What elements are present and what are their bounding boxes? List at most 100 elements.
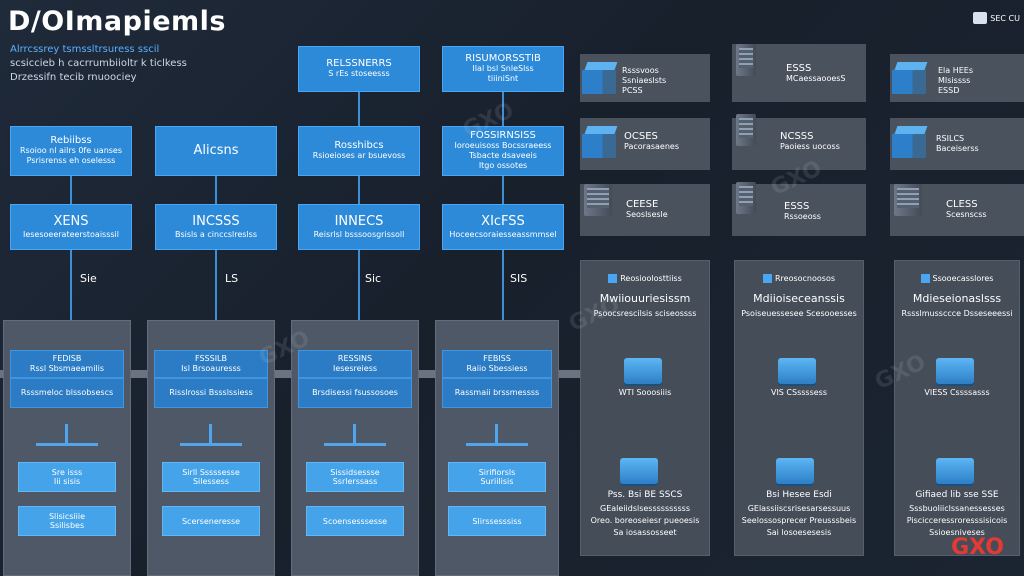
bottom-panel-1-big: Pss. Bsi BE SSCS <box>607 490 683 500</box>
column-3-subtitle: Iesesreiess <box>332 364 378 373</box>
rack-icon <box>892 62 928 94</box>
bottom-panel-1-b3: Sa iosassosseet <box>613 528 677 537</box>
rack-panel-2-title: OCSES <box>624 131 658 142</box>
tee-connector <box>353 424 356 444</box>
server-icon <box>736 114 756 146</box>
column-1-item-1: Sre isss Iii sisis <box>18 462 116 492</box>
column-3-item-2-line: Scoensesssesse <box>322 516 388 526</box>
storage-icon <box>624 358 662 384</box>
logo-text: SEC CU <box>990 13 1020 23</box>
top-box-2-line-2: tiiiniSnt <box>487 74 519 83</box>
rack-panel-right-2-line-1: RSILCS <box>936 134 965 143</box>
horizontal-bus <box>0 370 580 378</box>
rack-panel-right-1-text: Ela HEEs MIsissss ESSD <box>938 66 973 96</box>
row2-box-4-line-3: Itgo ossotes <box>478 161 528 170</box>
subtitle-line-2: scsiccieb h cacrrumbiioltr k ticlkess <box>10 58 187 69</box>
top-box-1: RELSSNERRS S rEs stoseesss <box>298 46 420 92</box>
mid-label-1: Sie <box>80 272 97 285</box>
tee-connector <box>36 443 98 446</box>
mid-label-4: SIS <box>510 272 528 285</box>
rack-panel-1-text: Rsssvoos Ssniaeslsts PCSS <box>622 66 666 96</box>
server-panel-2-title: NCSSS <box>780 131 814 142</box>
bottom-panel-3-title: Mdieseionaslsss <box>912 292 1002 305</box>
column-4-subtitle: Raiio Sbessiess <box>466 364 528 373</box>
column-1-subtitle: Rssl Sbsmaeamilis <box>29 364 105 373</box>
tee-connector <box>209 424 212 444</box>
column-3-body-text: Brsdisessi fsussosoes <box>312 388 398 397</box>
bottom-panel-1 <box>580 260 710 556</box>
connector <box>502 92 504 126</box>
folder-icon <box>762 274 772 283</box>
column-2-header: FSSSILB Isl Brsoauresss <box>154 350 268 378</box>
rack-icon <box>582 62 618 94</box>
bottom-panel-3-big: Gifiaed lib sse SSE <box>915 490 999 500</box>
top-box-1-title: RELSSNERRS <box>326 58 392 69</box>
connector <box>358 92 360 126</box>
diagram-title: D/OImapiemls <box>8 6 226 37</box>
connector <box>70 176 72 204</box>
column-4-item-1-line-2: Suriilisis <box>480 477 514 486</box>
bottom-panel-3-head-text: Ssooecasslores <box>932 274 994 283</box>
bottom-panel-2-title: Mdiioiseceanssis <box>753 292 845 305</box>
mid-label-2: LS <box>225 272 239 285</box>
row2-box-4-title: FOSSIRNSISS <box>470 130 536 141</box>
mid-label-3: Sic <box>365 272 382 285</box>
connector <box>502 176 504 204</box>
row3-box-1-line: Iesesoeerateerstoaisssil <box>22 230 119 239</box>
connector <box>358 176 360 204</box>
row3-box-3-line: Reisrlsl bsssoosgrissoll <box>313 230 405 239</box>
server-panel-1-title: ESSS <box>786 63 812 74</box>
column-3-body: Brsdisessi fsussosoes <box>298 378 412 408</box>
rack-panel-right-3-line: Scesnscss <box>946 210 987 219</box>
column-1-item-2-line-2: Ssilisbes <box>49 521 85 530</box>
top-box-1-line: S rEs stoseesss <box>328 69 390 78</box>
column-1-item-2-line-1: Slisicsiiie <box>48 512 86 521</box>
rack-icon <box>892 126 928 158</box>
bottom-panel-1-b1: GEaleiidslsessssssssss <box>600 504 690 513</box>
server-panel-2-text: NCSSS Paoiess uocoss <box>780 132 840 152</box>
rack-panel-2-line: Pacorasaenes <box>624 142 680 151</box>
row3-box-1-title: XENS <box>53 214 89 229</box>
storage-icon <box>778 358 816 384</box>
bottom-panel-3-line: Rssslmussccce Dsseseeessi <box>901 309 1013 318</box>
column-1-item-2: Slisicsiiie Ssilisbes <box>18 506 116 536</box>
column-4-body: Rassmaii brssmessss <box>442 378 552 408</box>
connector <box>70 250 72 320</box>
server-panel-1-line: MCaessaooesS <box>786 74 846 83</box>
storage-icon <box>936 458 974 484</box>
row2-box-4: FOSSIRNSISS Ioroeuisoss Bocssraeess Tsba… <box>442 126 564 176</box>
column-1-body: Rsssmeloc blssobsescs <box>10 378 124 408</box>
column-1-item-1-line-1: Sre isss <box>51 468 83 477</box>
rack-panel-2-text: OCSES Pacorasaenes <box>624 132 679 152</box>
bottom-panel-2 <box>734 260 864 556</box>
rack-panel-1-line-1: Rsssvoos <box>622 66 659 75</box>
subtitle-line-1: Alrrcssrey tsmssltrsuress sscil <box>10 44 160 55</box>
server-icon <box>736 44 756 76</box>
bottom-panel-2-line: Psoiseuessesee Scesooesses <box>741 309 857 318</box>
bottom-panel-3-b3: Ssioesniveses <box>929 528 985 537</box>
column-2-item-1-line-2: Silessess <box>192 477 230 486</box>
column-2-title: FSSSILB <box>195 354 227 363</box>
bottom-panel-3-b1: Sssbuoliiclssanessesses <box>909 504 1005 513</box>
row3-box-4-title: XIcFSS <box>481 214 525 229</box>
bottom-panel-2-big: Bsi Hesee Esdi <box>766 490 832 500</box>
row2-box-1-line-2: Psrisrenss eh oselesss <box>26 156 116 165</box>
row2-box-1-title: Rebiibss <box>50 135 92 146</box>
row2-box-4-line-1: Ioroeuisoss Bocssraeess <box>454 141 552 150</box>
server-icon <box>894 184 922 216</box>
folder-icon <box>920 274 930 283</box>
column-3-item-1: Sissidsessse Ssrlerssass <box>306 462 404 492</box>
column-3-item-2: Scoensesssesse <box>306 506 404 536</box>
column-1-body-text: Rsssmeloc blssobsescs <box>20 388 114 397</box>
storage-icon <box>620 458 658 484</box>
top-box-2: RISUMORSSTIB IIal bsl SnleSlss tiiiniSnt <box>442 46 564 92</box>
bottom-panel-3 <box>894 260 1020 556</box>
column-1-header: FEDISB Rssl Sbsmaeamilis <box>10 350 124 378</box>
server-icon <box>584 184 612 216</box>
rack-panel-right-3-title: CLESS <box>946 199 978 210</box>
tee-connector <box>495 424 498 444</box>
bottom-panel-1-line: Psoocsrescilsis sciseossss <box>593 309 697 318</box>
rack-panel-right-1-line-1: Ela HEEs <box>938 66 974 75</box>
column-4-item-1: Sirifiorsls Suriilisis <box>448 462 546 492</box>
bottom-panel-2-head: Rreosocnoosos <box>734 274 864 284</box>
